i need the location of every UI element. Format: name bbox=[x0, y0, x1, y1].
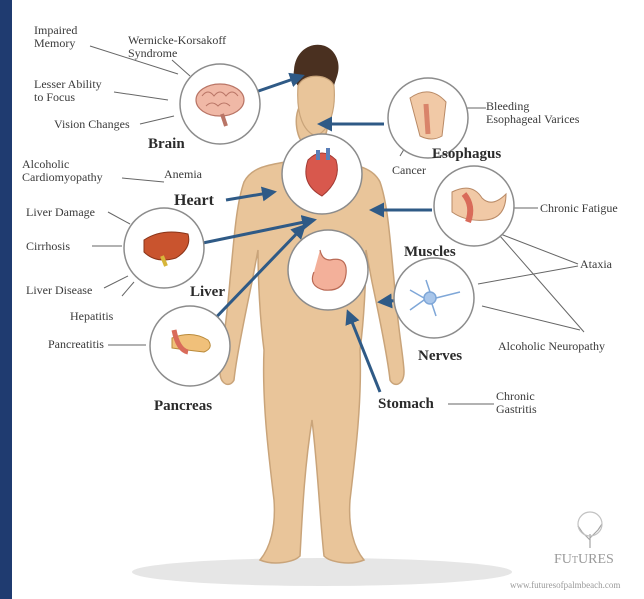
condition-liver-damage: Liver Damage bbox=[26, 206, 95, 219]
infographic-panel: Brain Heart Liver Pancreas Esophagus Mus… bbox=[12, 0, 644, 599]
label-stomach: Stomach bbox=[378, 396, 434, 413]
condition-ataxia: Ataxia bbox=[580, 258, 612, 271]
futures-logo-tree bbox=[578, 512, 602, 548]
condition-impaired-memory: Impaired Memory bbox=[34, 24, 77, 50]
condition-lesser-focus: Lesser Ability to Focus bbox=[34, 78, 102, 104]
condition-bleeding-varices: Bleeding Esophageal Varices bbox=[486, 100, 579, 126]
condition-anemia: Anemia bbox=[164, 168, 202, 181]
label-pancreas: Pancreas bbox=[154, 398, 212, 415]
label-muscles: Muscles bbox=[404, 244, 456, 261]
futures-logo-url: www.futuresofpalmbeach.com bbox=[510, 580, 620, 590]
label-esophagus: Esophagus bbox=[432, 146, 501, 163]
label-heart: Heart bbox=[174, 192, 214, 210]
futures-logo-name-part2: URES bbox=[578, 552, 614, 567]
condition-cancer: Cancer bbox=[392, 164, 426, 177]
condition-vision-changes: Vision Changes bbox=[54, 118, 130, 131]
condition-pancreatitis: Pancreatitis bbox=[48, 338, 104, 351]
label-liver: Liver bbox=[190, 284, 225, 301]
condition-wernicke-korsakoff: Wernicke-Korsakoff Syndrome bbox=[128, 34, 226, 60]
label-nerves: Nerves bbox=[418, 348, 462, 365]
condition-alcoholic-neuropathy: Alcoholic Neuropathy bbox=[498, 340, 605, 353]
futures-logo-name: FUTURES bbox=[554, 552, 614, 568]
condition-liver-disease: Liver Disease bbox=[26, 284, 92, 297]
label-brain: Brain bbox=[148, 136, 185, 153]
condition-chronic-fatigue: Chronic Fatigue bbox=[540, 202, 618, 215]
condition-hepatitis: Hepatitis bbox=[70, 310, 113, 323]
condition-cirrhosis: Cirrhosis bbox=[26, 240, 70, 253]
floor-shadow bbox=[132, 558, 512, 586]
diagram-graphics bbox=[12, 0, 644, 599]
futures-logo-name-part1: FU bbox=[554, 552, 572, 567]
condition-chronic-gastritis: Chronic Gastritis bbox=[496, 390, 537, 416]
condition-alcoholic-cardiomyopathy: Alcoholic Cardiomyopathy bbox=[22, 158, 103, 184]
